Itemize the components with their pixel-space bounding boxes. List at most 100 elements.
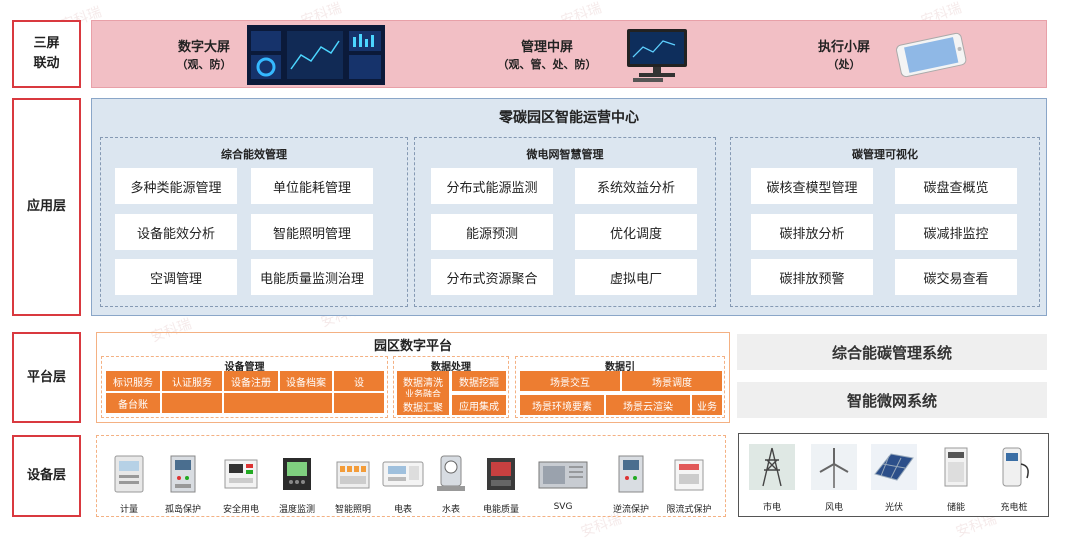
function-cell: 分布式资源聚合	[431, 259, 553, 295]
device-label: 计量	[119, 505, 138, 515]
device-panel: 计量 孤岛保护 安全用电 温度监测 智能照明 电表 水表 电能质量 SVG	[96, 435, 726, 517]
device-svg: SVG	[531, 454, 595, 512]
function-cell: 电能质量监测治理	[251, 259, 373, 295]
application-panel: 零碳园区智能运营中心 综合能效管理 多种类能源管理 单位能耗管理 设备能效分析 …	[91, 98, 1047, 316]
device-water-meter: 水表	[423, 454, 479, 515]
lighting-module-icon	[336, 461, 370, 489]
device-electric-meter: 电表	[375, 454, 431, 515]
wind-turbine-icon	[811, 444, 857, 490]
device-temperature: 温度监测	[269, 454, 325, 515]
function-cell: 碳交易查看	[895, 259, 1017, 295]
function-cell: 分布式能源监测	[431, 168, 553, 204]
platform-group-data-processing: 数据处理 数据清洗 数据挖掘 业务融合 数据汇聚 应用集成	[393, 356, 509, 418]
platform-group-data-engine: 数据引 场景交互 场景调度 场景环境要素 场景云渲染 业务	[515, 356, 725, 418]
platform-tile: 场景环境要素	[520, 395, 604, 415]
battery-cabinet-icon	[933, 444, 979, 490]
energy-source-panel: 市电 风电 光伏 储能 充电桩	[738, 433, 1049, 517]
function-cell: 碳核查模型管理	[751, 168, 873, 204]
function-cell: 碳减排监控	[895, 214, 1017, 250]
device-island-protection: 孤岛保护	[155, 454, 211, 515]
energy-solar: 光伏	[869, 444, 919, 513]
device-smart-lighting: 智能照明	[325, 454, 381, 515]
layer-label-text: 平台层	[26, 369, 66, 385]
platform-tile: 认证服务	[162, 371, 222, 391]
platform-tile: 设	[334, 371, 384, 391]
function-cell: 智能照明管理	[251, 214, 373, 250]
function-cell: 优化调度	[575, 214, 697, 250]
power-quality-analyzer-icon	[487, 458, 515, 490]
platform-tile	[224, 393, 332, 413]
monitor-icon	[627, 29, 687, 82]
screen-middle-title: 管理中屏 （观、管、处、防）	[497, 40, 597, 71]
layer-label-text: 三屏 联动	[33, 36, 60, 71]
platform-group-device-mgmt: 设备管理 标识服务 认证服务 设备注册 设备档案 设 备台账	[101, 356, 388, 418]
platform-tile: 场景调度	[622, 371, 722, 391]
function-cell: 能源预测	[431, 214, 553, 250]
ev-charger-icon	[991, 444, 1037, 490]
layer-label-device: 设备层	[12, 435, 81, 517]
group-title: 微电网智慧管理	[526, 148, 604, 161]
group-carbon: 碳管理可视化 碳核查模型管理 碳盘查概览 碳排放分析 碳减排监控 碳排放预警 碳…	[730, 137, 1040, 307]
platform-tile: 应用集成	[452, 395, 506, 415]
function-cell: 空调管理	[115, 259, 237, 295]
platform-tile: 设备注册	[224, 371, 278, 391]
platform-tile: 设备档案	[280, 371, 332, 391]
group-title: 综合能效管理	[221, 148, 287, 161]
layer-label-application: 应用层	[12, 98, 81, 316]
platform-tile: 场景云渲染	[606, 395, 690, 415]
platform-tile: 场景交互	[520, 371, 620, 391]
platform-tile: 业务	[692, 395, 722, 415]
temperature-controller-icon	[283, 458, 311, 490]
platform-tile: 数据汇聚	[397, 397, 449, 415]
protection-relay-icon	[170, 455, 196, 493]
energy-charging-pile: 充电桩	[989, 444, 1039, 513]
device-label: 温度监测	[278, 505, 315, 515]
platform-tile: 数据清洗	[397, 371, 449, 391]
device-current-limiting: 限流式保护	[659, 454, 719, 515]
energy-label: 光伏	[884, 503, 903, 513]
platform-tile: 标识服务	[106, 371, 160, 391]
device-label: 逆流保护	[612, 505, 649, 515]
device-label: 水表	[441, 505, 460, 515]
platform-tile	[334, 393, 384, 413]
layer-label-text: 应用层	[26, 199, 66, 214]
function-cell: 系统效益分析	[575, 168, 697, 204]
screen-small-title: 执行小屏 （处）	[817, 40, 870, 71]
layer-label-platform: 平台层	[12, 332, 81, 423]
platform-tile: 业务融合	[397, 387, 449, 399]
platform-tile: 数据挖掘	[452, 371, 506, 391]
reverse-protection-icon	[618, 455, 644, 493]
layer-label-linkage: 三屏 联动	[12, 20, 81, 88]
platform-tile	[162, 393, 222, 413]
device-reverse-current-protection: 逆流保护	[603, 454, 659, 515]
group-microgrid: 微电网智慧管理 分布式能源监测 系统效益分析 能源预测 优化调度 分布式资源聚合…	[414, 137, 716, 307]
group-title: 碳管理可视化	[852, 148, 918, 161]
electric-meter-icon	[382, 461, 424, 487]
device-label: 智能照明	[334, 505, 371, 515]
function-cell: 设备能效分析	[115, 214, 237, 250]
energy-storage: 储能	[931, 444, 981, 513]
system-integrated-energy-carbon: 综合能碳管理系统	[737, 334, 1047, 370]
solar-panel-icon	[871, 444, 917, 490]
svg-compensator-icon	[538, 461, 588, 489]
current-limiter-icon	[674, 459, 704, 491]
device-label: SVG	[553, 502, 573, 512]
phone-icon	[896, 32, 967, 78]
water-meter-icon	[437, 455, 465, 491]
device-safe-electricity: 安全用电	[213, 454, 269, 515]
safety-monitor-icon	[224, 459, 258, 489]
device-label: 限流式保护	[666, 505, 712, 515]
energy-grid: 市电	[747, 444, 797, 513]
device-power-quality: 电能质量	[473, 454, 529, 515]
energy-label: 风电	[824, 503, 843, 513]
function-cell: 多种类能源管理	[115, 168, 237, 204]
big-screen-dashboard-icon	[247, 25, 385, 85]
power-tower-icon	[749, 444, 795, 490]
function-cell: 碳盘查概览	[895, 168, 1017, 204]
group-integrated-efficiency: 综合能效管理 多种类能源管理 单位能耗管理 设备能效分析 智能照明管理 空调管理…	[100, 137, 408, 307]
device-label: 安全用电	[222, 505, 259, 515]
pgroup-title: 设备管理	[224, 362, 265, 373]
device-label: 电表	[393, 505, 412, 515]
function-cell: 碳排放预警	[751, 259, 873, 295]
energy-wind: 风电	[809, 444, 859, 513]
